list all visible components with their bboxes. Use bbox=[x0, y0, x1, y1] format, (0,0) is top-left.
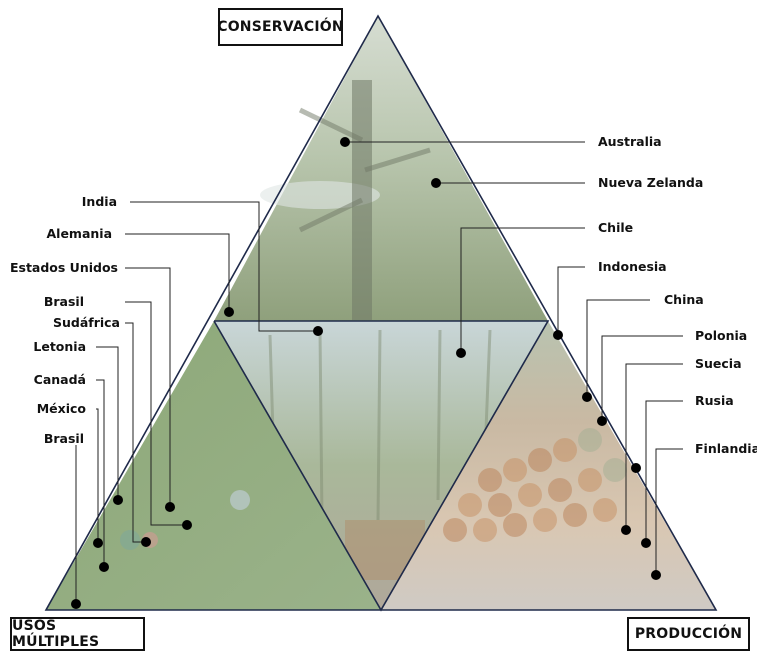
marker-extra-right[interactable] bbox=[631, 463, 641, 473]
panel-production bbox=[381, 321, 716, 610]
label-chile: Chile bbox=[598, 220, 633, 235]
leader-finlandia bbox=[655, 448, 683, 575]
label-mexico: México bbox=[37, 401, 87, 416]
leader-sudafrica bbox=[125, 322, 146, 543]
leader-china bbox=[586, 299, 650, 397]
leader-alemania bbox=[125, 233, 230, 312]
marker-brasil-2[interactable] bbox=[71, 599, 81, 609]
label-australia: Australia bbox=[598, 134, 662, 149]
marker-china[interactable] bbox=[582, 392, 592, 402]
marker-nueva-zelanda[interactable] bbox=[431, 178, 441, 188]
leader-mexico bbox=[96, 408, 99, 543]
label-estados-unidos: Estados Unidos bbox=[10, 260, 118, 275]
label-brasil-2: Brasil bbox=[44, 431, 84, 446]
country-markers bbox=[71, 137, 661, 609]
leader-chile bbox=[460, 227, 585, 353]
marker-estados-unidos[interactable] bbox=[165, 502, 175, 512]
leader-canada bbox=[96, 379, 105, 567]
marker-chile[interactable] bbox=[456, 348, 466, 358]
marker-australia[interactable] bbox=[340, 137, 350, 147]
leader-suecia bbox=[625, 363, 683, 530]
leader-brasil-1 bbox=[125, 301, 187, 526]
leader-estados-unidos bbox=[125, 267, 171, 507]
label-canada: Canadá bbox=[34, 372, 86, 387]
marker-mexico[interactable] bbox=[93, 538, 103, 548]
marker-sudafrica[interactable] bbox=[141, 537, 151, 547]
leader-letonia bbox=[96, 346, 119, 500]
label-alemania: Alemania bbox=[46, 226, 112, 241]
marker-polonia[interactable] bbox=[597, 416, 607, 426]
label-letonia: Letonia bbox=[33, 339, 86, 354]
marker-brasil-1[interactable] bbox=[182, 520, 192, 530]
label-brasil-1: Brasil bbox=[44, 294, 84, 309]
label-india: India bbox=[82, 194, 117, 209]
corner-label-produccion: PRODUCCIÓN bbox=[627, 617, 750, 651]
triangle-outline bbox=[44, 14, 718, 612]
marker-india[interactable] bbox=[313, 326, 323, 336]
label-rusia: Rusia bbox=[695, 393, 734, 408]
label-suecia: Suecia bbox=[695, 356, 742, 371]
marker-letonia[interactable] bbox=[113, 495, 123, 505]
corner-label-usos-multiples: USOS MÚLTIPLES bbox=[10, 617, 145, 651]
label-polonia: Polonia bbox=[695, 328, 747, 343]
label-indonesia: Indonesia bbox=[598, 259, 667, 274]
leader-india bbox=[130, 201, 318, 332]
panel-conservation bbox=[214, 16, 548, 321]
country-labels: Australia Nueva Zelanda Chile Indonesia … bbox=[10, 134, 757, 456]
marker-indonesia[interactable] bbox=[553, 330, 563, 340]
leader-rusia bbox=[645, 400, 683, 543]
marker-suecia[interactable] bbox=[621, 525, 631, 535]
label-nueva-zelanda: Nueva Zelanda bbox=[598, 175, 703, 190]
corner-label-conservacion: CONSERVACIÓN bbox=[217, 8, 344, 46]
panel-middle bbox=[214, 321, 548, 610]
leader-polonia bbox=[601, 335, 683, 421]
leader-lines bbox=[75, 141, 683, 604]
triangle-panels bbox=[46, 16, 716, 610]
marker-alemania[interactable] bbox=[224, 307, 234, 317]
label-sudafrica: Sudáfrica bbox=[53, 315, 120, 330]
label-china: China bbox=[664, 292, 704, 307]
marker-rusia[interactable] bbox=[641, 538, 651, 548]
leader-indonesia bbox=[557, 266, 585, 335]
marker-canada[interactable] bbox=[99, 562, 109, 572]
label-finlandia: Finlandia bbox=[695, 441, 757, 456]
marker-finlandia[interactable] bbox=[651, 570, 661, 580]
